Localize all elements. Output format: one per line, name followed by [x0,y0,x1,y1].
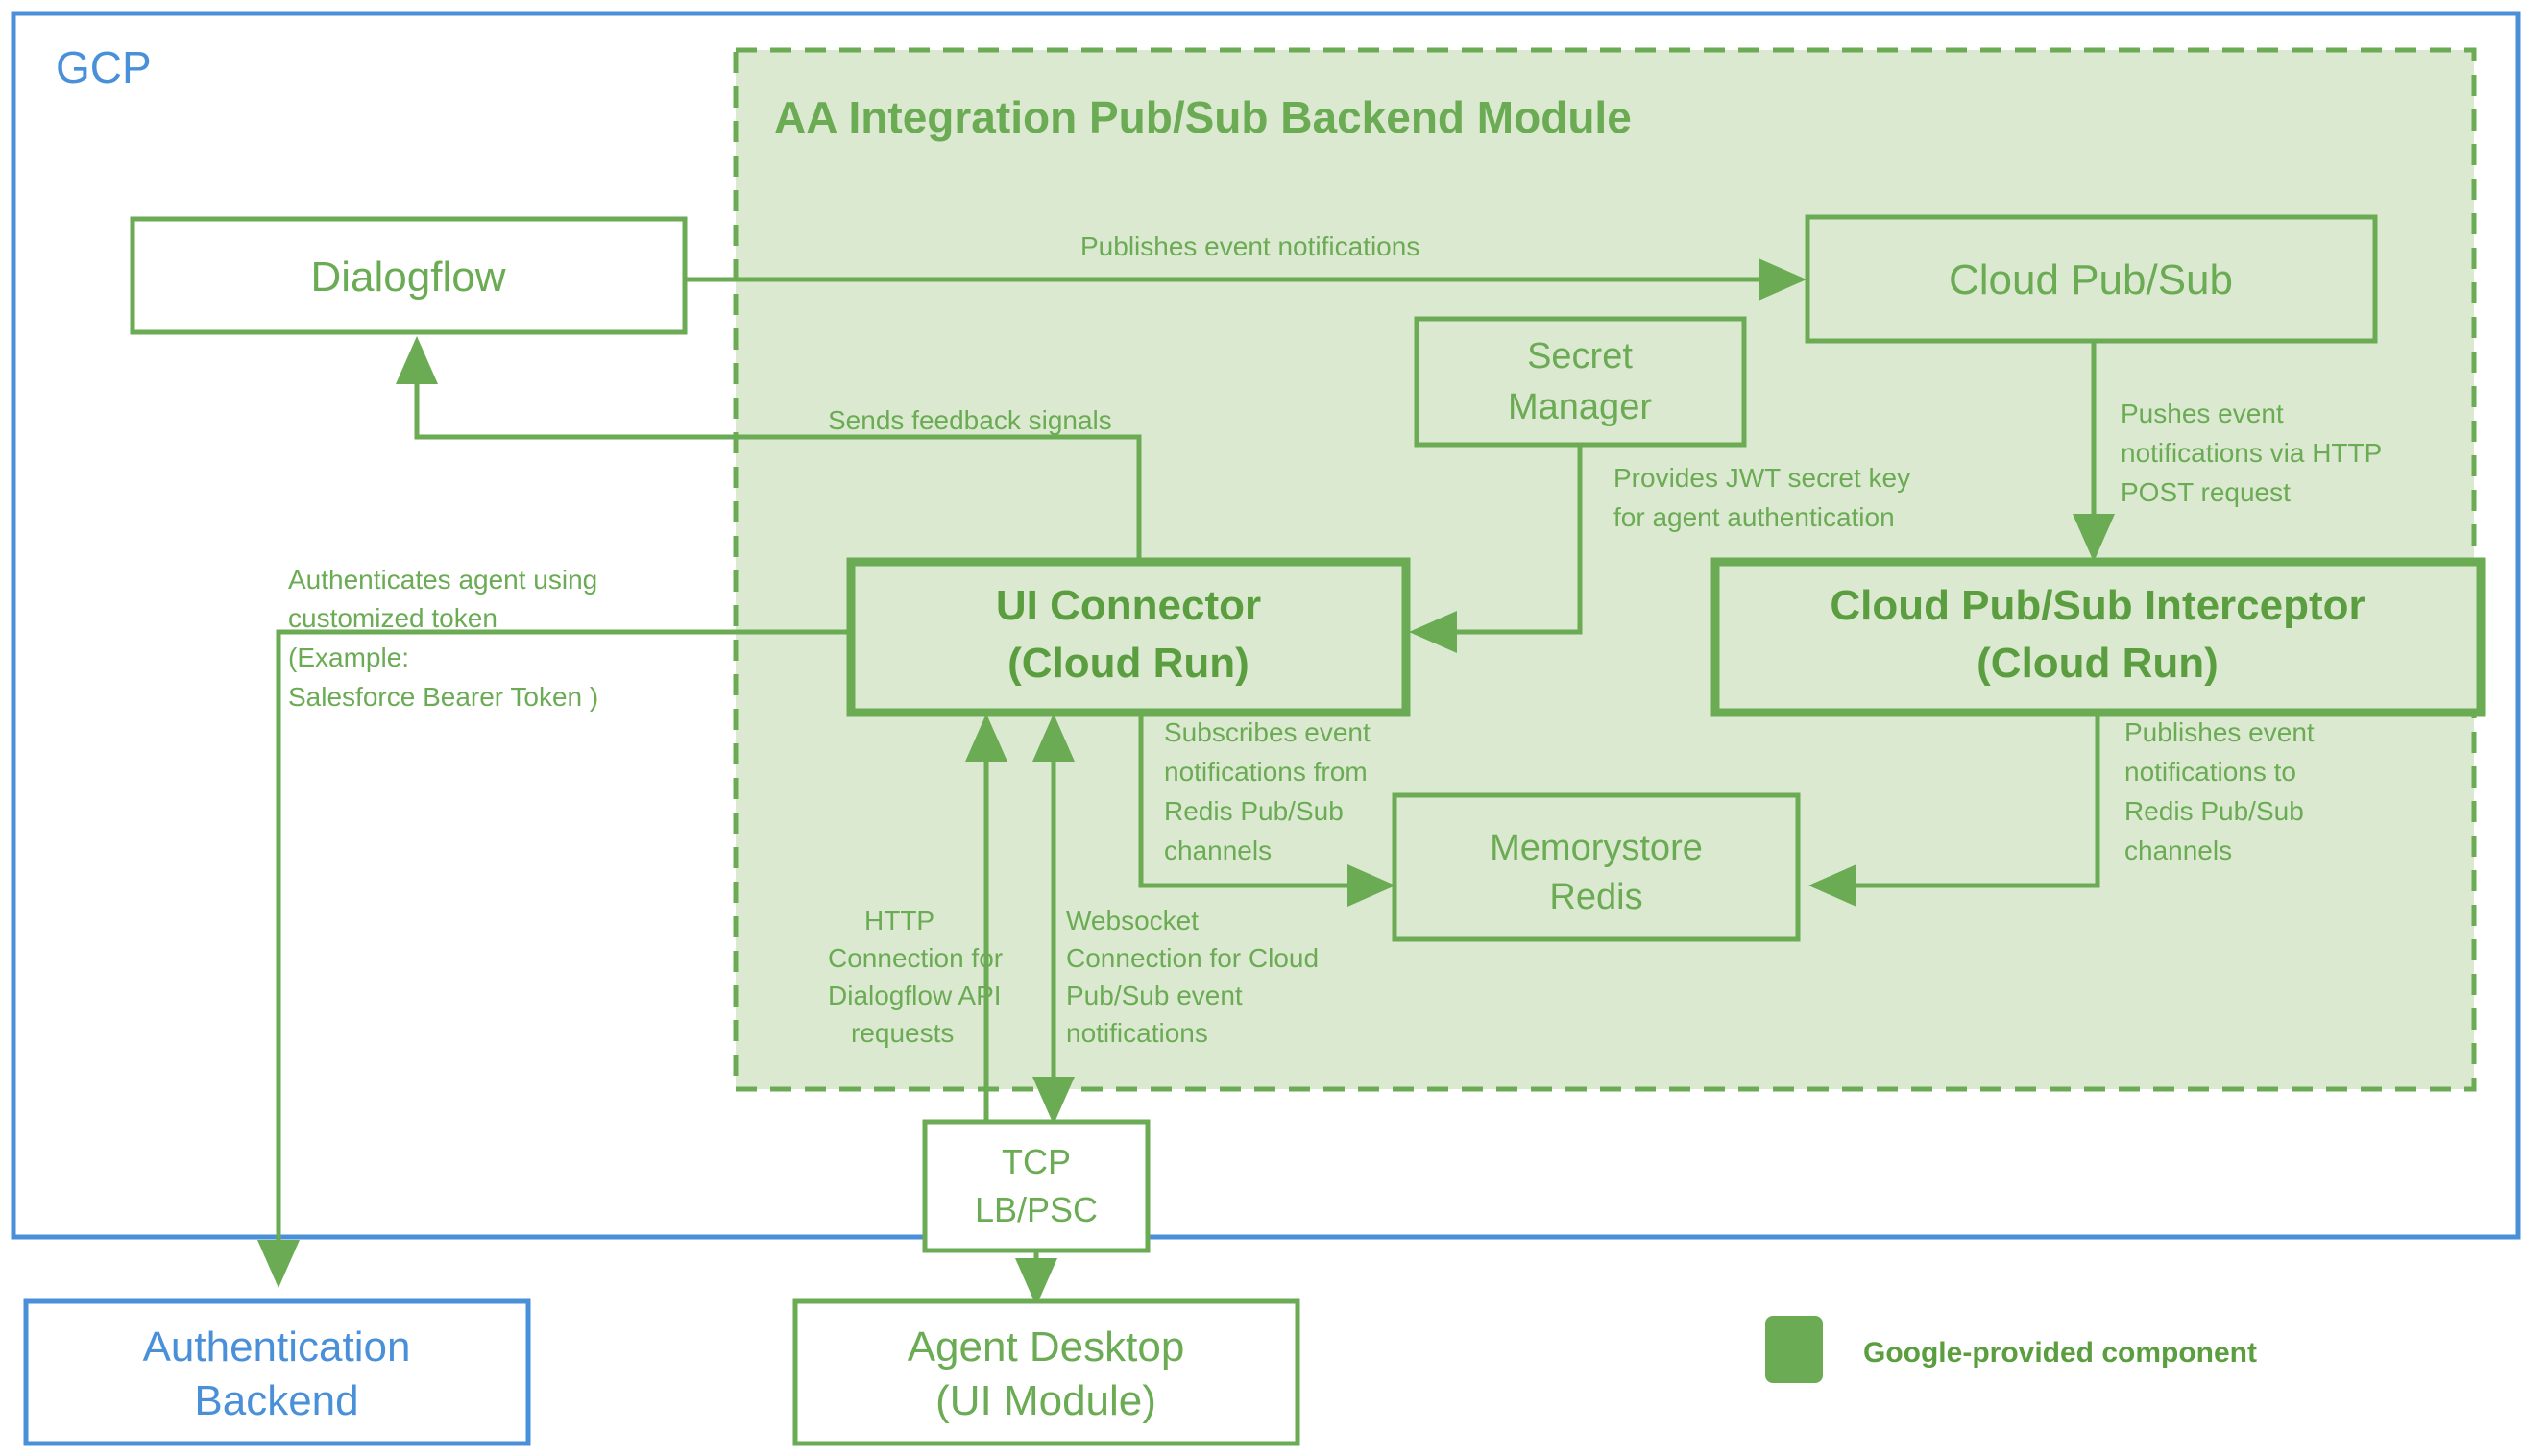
edge-label-subscribes-l2: notifications from [1164,757,1368,787]
edge-label-provides-jwt-l2: for agent authentication [1613,502,1895,532]
node-agent-desktop[interactable]: Agent Desktop (UI Module) [792,1298,1300,1446]
node-cloud-pubsub[interactable]: Cloud Pub/Sub [1805,214,2378,344]
node-tcp-lb-psc-label-line2: LB/PSC [975,1190,1098,1229]
legend: Google-provided component [1765,1316,2257,1383]
edge-label-http-conn-l1: HTTP [864,906,934,935]
node-auth-backend-label-line2: Backend [194,1377,358,1424]
edge-sends-feedback-signals [396,336,1142,560]
edge-label-websocket-l2: Connection for Cloud [1066,943,1319,973]
edge-label-websocket-l3: Pub/Sub event [1066,981,1243,1010]
edge-label-publishes-redis-l1: Publishes event [2124,717,2315,747]
node-tcp-lb-psc[interactable]: TCP LB/PSC [922,1119,1151,1253]
node-dialogflow[interactable]: Dialogflow [130,216,688,335]
edge-label-provides-jwt-l1: Provides JWT secret key [1613,463,1910,493]
node-auth-backend-label-line1: Authentication [143,1323,411,1371]
edge-label-pushes-event-l1: Pushes event [2121,399,2284,428]
node-secret-manager-label-line2: Manager [1508,387,1652,427]
node-ui-connector[interactable]: UI Connector (Cloud Run) [846,557,1411,717]
edge-label-subscribes-l4: channels [1164,836,1272,865]
node-cloud-pubsub-interceptor[interactable]: Cloud Pub/Sub Interceptor (Cloud Run) [1710,557,2486,717]
edge-label-publishes-redis-l4: channels [2124,836,2232,865]
node-memorystore-redis-label-line1: Memorystore [1490,828,1703,868]
edge-label-pushes-event-l3: POST request [2121,477,2291,507]
node-secret-manager[interactable]: Secret Manager [1414,316,1747,448]
node-authentication-backend[interactable]: Authentication Backend [23,1298,531,1446]
edge-label-publishes-redis-l2: notifications to [2124,757,2296,787]
node-agent-desktop-label-line1: Agent Desktop [908,1323,1185,1371]
node-ui-connector-label-line1: UI Connector [996,582,1261,629]
edge-label-websocket-l1: Websocket [1066,906,1199,935]
edge-label-authenticates-l2: customized token [288,603,497,633]
edge-label-sends-feedback-signals: Sends feedback signals [828,405,1112,435]
node-memorystore-redis[interactable]: Memorystore Redis [1392,792,1801,942]
node-ui-connector-label-line2: (Cloud Run) [1007,640,1249,687]
edge-label-http-conn-l3: Dialogflow API [828,981,1002,1010]
edge-subscribes-redis-channels [1138,713,1395,907]
edge-provides-jwt-secret-key [1409,447,1583,653]
edge-label-subscribes-l1: Subscribes event [1164,717,1371,747]
edge-label-authenticates-l1: Authenticates agent using [288,565,597,595]
node-interceptor-label-line2: (Cloud Run) [1977,640,2219,687]
edge-label-websocket-l4: notifications [1066,1018,1208,1048]
edge-label-http-conn-l2: Connection for [828,943,1003,973]
gcp-label: GCP [56,42,152,92]
edge-label-publishes-redis-l3: Redis Pub/Sub [2124,796,2304,826]
edge-label-pushes-event-l2: notifications via HTTP [2121,438,2382,468]
node-secret-manager-label-line1: Secret [1527,336,1633,376]
legend-label: Google-provided component [1863,1337,2257,1369]
edge-label-authenticates-l3: (Example: [288,643,409,672]
node-tcp-lb-psc-label-line1: TCP [1002,1142,1071,1181]
node-memorystore-redis-label-line2: Redis [1549,877,1642,917]
edge-label-subscribes-l3: Redis Pub/Sub [1164,796,1344,826]
edge-publishes-to-redis-channels [1808,714,2100,907]
node-agent-desktop-label-line2: (UI Module) [935,1377,1156,1424]
edge-authenticates-agent [257,629,851,1288]
node-cloud-pubsub-label: Cloud Pub/Sub [1949,256,2233,303]
node-dialogflow-label: Dialogflow [311,254,506,301]
legend-swatch [1765,1316,1823,1383]
edge-label-publishes-event-notifications: Publishes event notifications [1080,231,1419,261]
module-title: AA Integration Pub/Sub Backend Module [774,92,1632,142]
edge-label-http-conn-l4: requests [851,1018,954,1048]
edge-label-authenticates-l4: Salesforce Bearer Token ) [288,682,598,712]
node-interceptor-label-line1: Cloud Pub/Sub Interceptor [1830,582,2365,629]
